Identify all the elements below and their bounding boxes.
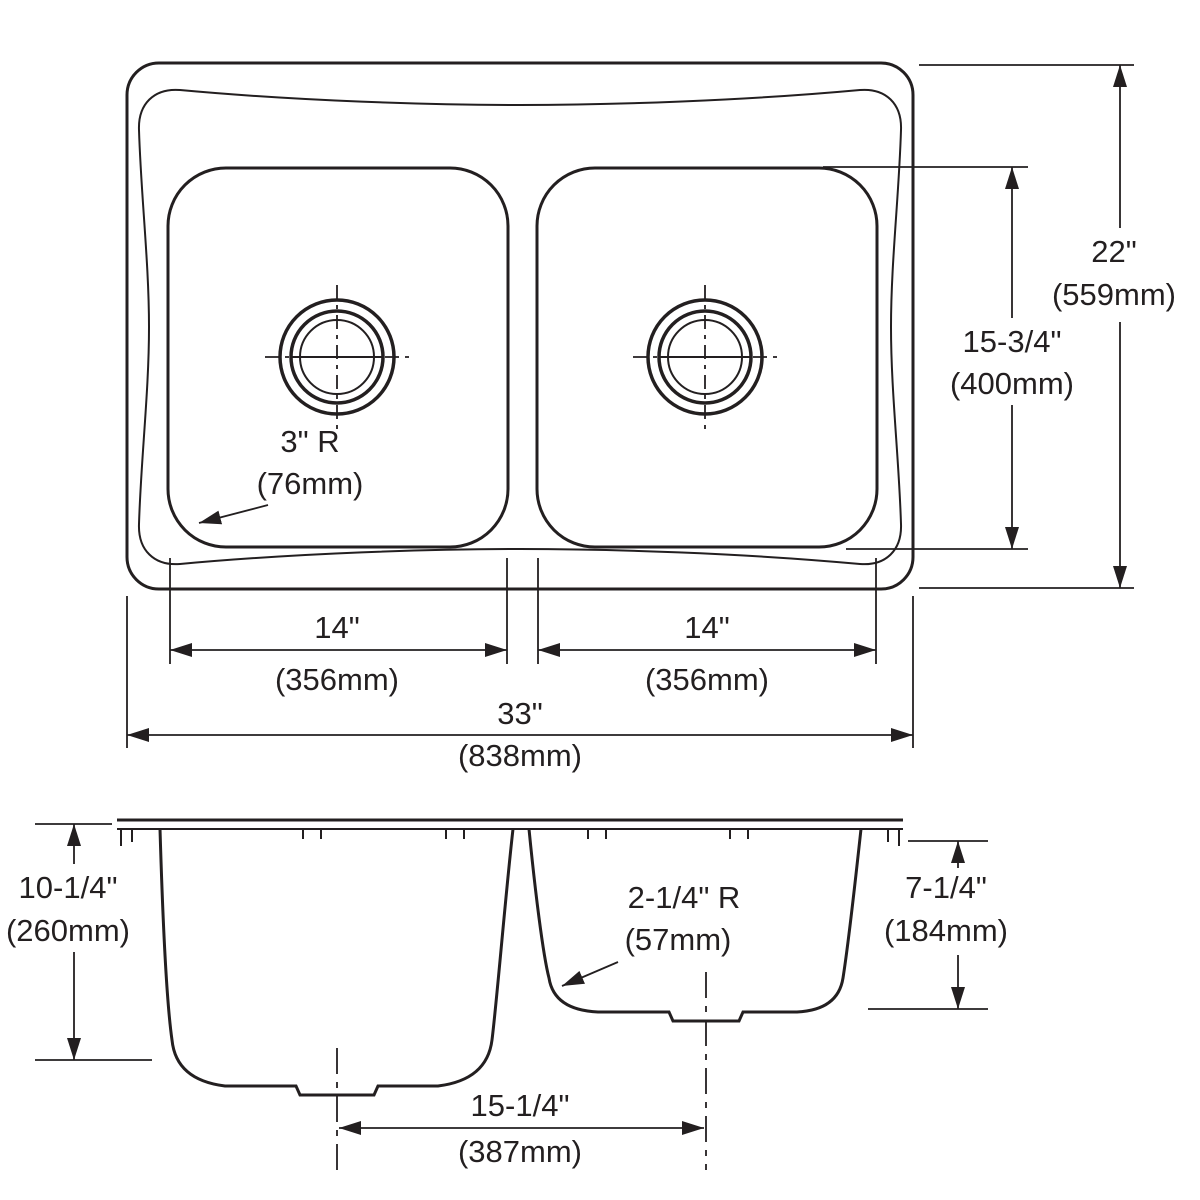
left-depth-label-in: 10-1/4" — [19, 870, 118, 905]
corner-radius-label-in: 3" R — [280, 424, 339, 459]
bowl-radius-label-in: 2-1/4" R — [628, 880, 741, 915]
dim-drain-spacing: 15-1/4" (387mm) — [339, 1088, 704, 1169]
corner-radius-leader-arrow — [198, 504, 269, 525]
front-view: 10-1/4" (260mm) 7-1/4" (184mm) 2-1/4" R … — [6, 818, 1008, 1170]
top-view: 3" R (76mm) 22" (559mm) 15-3/4" (400mm) — [125, 61, 1176, 773]
sink-inner-rim — [137, 88, 903, 566]
left-bowl-width-label-in: 14" — [314, 610, 360, 645]
right-bowl-plan — [535, 166, 879, 549]
dim-overall-width: 33" (838mm) — [126, 596, 914, 773]
right-depth-label-in: 7-1/4" — [905, 870, 987, 905]
bowl-length-label-mm: (400mm) — [950, 366, 1074, 401]
bowl-radius-leader-arrow — [561, 961, 619, 987]
rim-clip-ticks — [302, 829, 749, 839]
bowl-length-label-in: 15-3/4" — [963, 324, 1062, 359]
dim-bowl-length: 15-3/4" (400mm) — [823, 166, 1074, 550]
left-depth-label-mm: (260mm) — [6, 913, 130, 948]
bowl-radius-label-mm: (57mm) — [625, 922, 732, 957]
dim-right-bowl-width: 14" (356mm) — [537, 558, 877, 697]
left-bowl-width-label-mm: (356mm) — [275, 662, 399, 697]
overall-height-label-mm: (559mm) — [1052, 277, 1176, 312]
overall-width-label-in: 33" — [497, 696, 543, 731]
bowl-radius-callout: 2-1/4" R (57mm) — [561, 880, 741, 987]
sink-outer-rim — [125, 61, 915, 591]
left-drain — [265, 285, 409, 429]
right-bowl-width-label-in: 14" — [684, 610, 730, 645]
dim-left-bowl-width: 14" (356mm) — [169, 558, 508, 697]
right-bowl-width-label-mm: (356mm) — [645, 662, 769, 697]
dim-left-bowl-depth: 10-1/4" (260mm) — [6, 823, 152, 1061]
overall-height-label-in: 22" — [1091, 234, 1137, 269]
right-drain — [633, 285, 777, 429]
dim-overall-height: 22" (559mm) — [919, 64, 1176, 589]
dim-right-bowl-depth: 7-1/4" (184mm) — [868, 840, 1008, 1010]
drain-spacing-label-in: 15-1/4" — [471, 1088, 570, 1123]
drain-spacing-label-mm: (387mm) — [458, 1134, 582, 1169]
left-bowl-plan — [166, 166, 510, 549]
left-bowl-profile — [158, 828, 515, 1097]
rim-end-clips — [120, 829, 900, 846]
corner-radius-label-mm: (76mm) — [257, 466, 364, 501]
overall-width-label-mm: (838mm) — [458, 738, 582, 773]
right-depth-label-mm: (184mm) — [884, 913, 1008, 948]
corner-radius-callout: 3" R (76mm) — [198, 424, 364, 525]
